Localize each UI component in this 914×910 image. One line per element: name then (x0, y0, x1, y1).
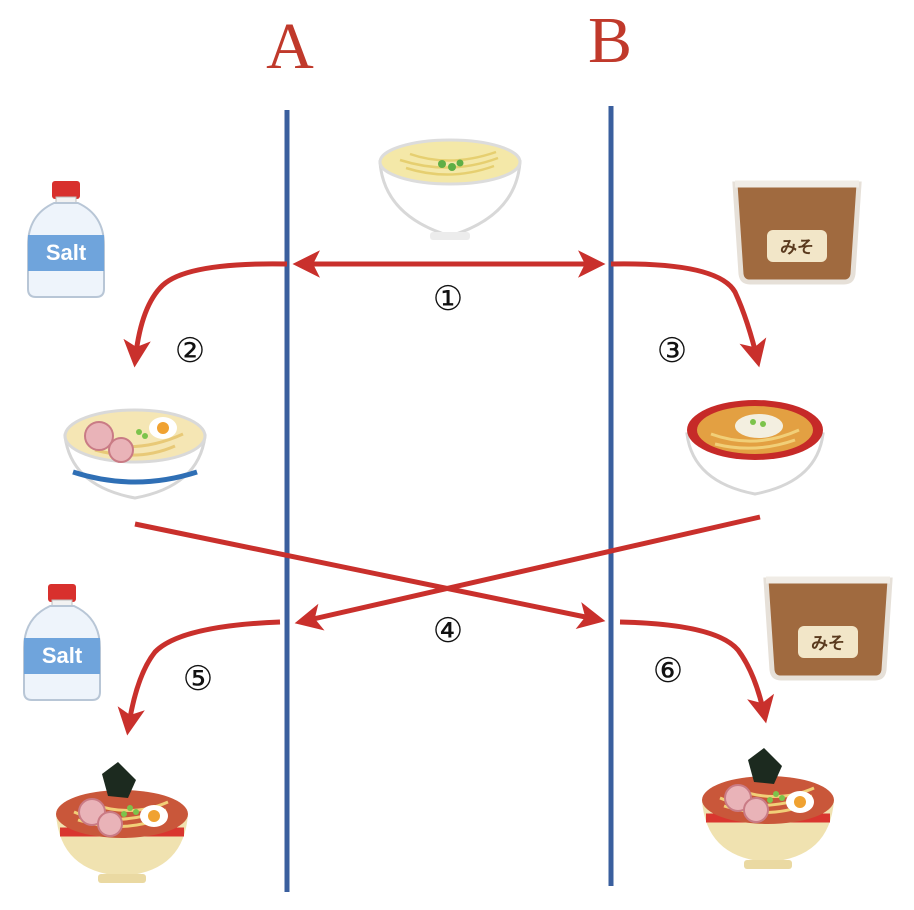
salt-shaker-icon: Salt (23, 583, 101, 701)
step-1-label: ① (433, 279, 463, 319)
arrow-cross-right-to-a (294, 514, 761, 631)
step-4-label: ④ (433, 611, 463, 651)
miso-label: みそ (780, 238, 814, 258)
miso-ramen-bowl-icon (685, 400, 825, 496)
miso-container-icon: みそ (735, 184, 859, 282)
arrow-b-to-final-right (619, 619, 775, 724)
miso-label: みそ (811, 634, 845, 654)
step-3-label: ③ (657, 331, 687, 371)
salt-label: Salt (42, 643, 83, 668)
shoyu-ramen-bowl-icon (56, 762, 188, 883)
column-a-label: A (266, 10, 314, 83)
arrow-a-to-salt-ramen (123, 261, 288, 368)
miso-container-icon: みそ (766, 580, 890, 678)
arrow-b-to-miso-ramen (610, 261, 767, 368)
salt-label: Salt (46, 240, 87, 265)
arrow-a-to-final-left (117, 619, 281, 736)
step-6-label: ⑥ (653, 651, 683, 691)
step-5-label: ⑤ (183, 659, 213, 699)
step-2-label: ② (175, 331, 205, 371)
salt-shaker-icon: Salt (27, 180, 105, 298)
salt-ramen-bowl-icon (63, 408, 207, 500)
plain-noodle-bowl-icon (378, 138, 522, 240)
arrow-cross-left-to-b (134, 521, 606, 630)
column-b-label: B (588, 4, 632, 77)
shoyu-ramen-bowl-icon (702, 748, 834, 869)
